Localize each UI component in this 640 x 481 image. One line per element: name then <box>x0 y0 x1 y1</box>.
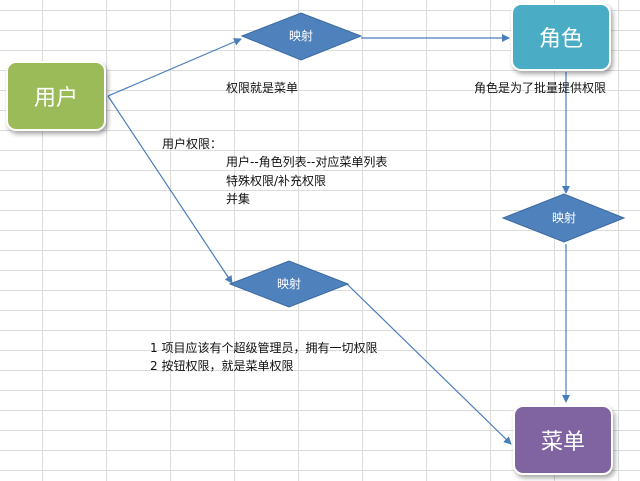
mapping-label-role-menu: 映射 <box>551 211 576 225</box>
note-numbered-1: 1 项目应该有个超级管理员，拥有一切权限 <box>150 341 378 355</box>
note-user-permission-line-1: 用户--角色列表--对应菜单列表 <box>226 155 388 169</box>
note-role-purpose: 角色是为了批量提供权限 <box>474 81 607 95</box>
note-user-permission-title: 用户权限： <box>162 137 223 151</box>
arrow-user-to-mapping3 <box>107 95 233 284</box>
note-numbered-2: 2 按钮权限，就是菜单权限 <box>150 359 294 373</box>
mapping-label-user-role: 映射 <box>288 29 313 43</box>
user-node: 用户 <box>6 61 106 131</box>
mapping-diamond-user-menu <box>228 260 350 308</box>
role-node: 角色 <box>511 3 611 71</box>
note-user-permission-line-3: 并集 <box>226 192 251 206</box>
mapping-label-user-menu: 映射 <box>276 277 301 291</box>
arrow-mapping3-to-menu <box>346 283 512 445</box>
note-permission-is-menu: 权限就是菜单 <box>226 81 299 95</box>
mapping-diamond-user-role <box>240 12 363 61</box>
menu-node: 菜单 <box>513 405 613 475</box>
mapping-diamond-role-menu <box>501 193 626 243</box>
note-user-permission-line-2: 特殊权限/补充权限 <box>226 174 327 188</box>
arrow-user-to-mapping1 <box>107 38 242 97</box>
